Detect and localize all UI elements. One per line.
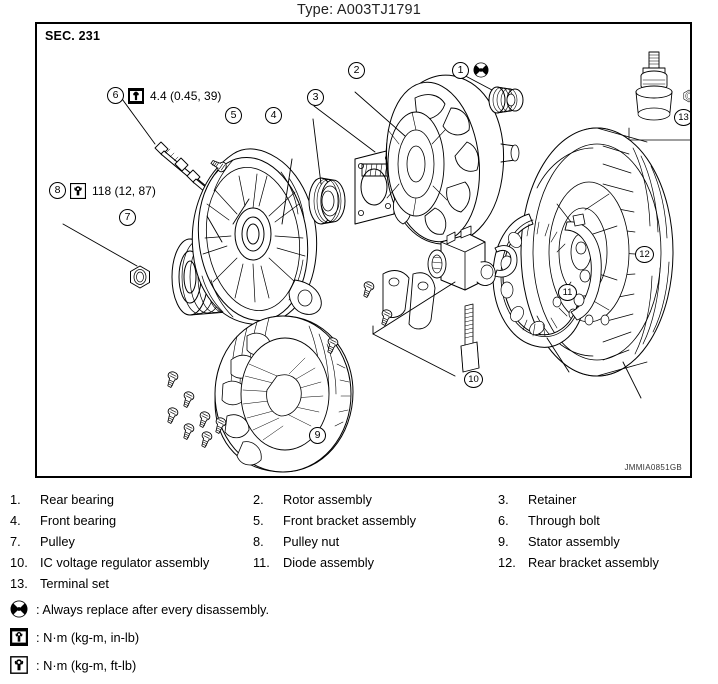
- page-title: Type: A003TJ1791: [296, 2, 422, 18]
- parts-row: 7. Pulley 8. Pulley nut 9. Stator assemb…: [0, 531, 718, 552]
- parts-row: 1. Rear bearing 2. Rotor assembly 3. Ret…: [0, 489, 718, 510]
- torque-ft-lb-icon: [10, 656, 36, 674]
- part-name: Diode assembly: [283, 555, 375, 570]
- part-number: 5.: [253, 513, 264, 528]
- part-item: 7. Pulley: [0, 534, 253, 549]
- part-name: Rear bearing: [40, 492, 114, 507]
- part-item: 10. IC voltage regulator assembly: [0, 555, 253, 570]
- parts-row: 13. Terminal set: [0, 573, 718, 594]
- x-circle-icon: [473, 62, 489, 78]
- part-item: 6. Through bolt: [498, 513, 718, 528]
- callout-number-1: 1: [452, 62, 469, 79]
- part-name: Pulley nut: [283, 534, 340, 549]
- part-number: 1.: [10, 492, 21, 507]
- legend-item-torque-ft-lb: : N·m (kg-m, ft-lb): [0, 651, 718, 679]
- callout-number-12: 12: [635, 246, 654, 263]
- legend-item-replace: : Always replace after every disassembly…: [0, 595, 718, 623]
- part-item: 11. Diode assembly: [253, 555, 498, 570]
- exploded-view-diagram: SEC. 231 JMMIA0851GB: [35, 22, 692, 478]
- part-item: 8. Pulley nut: [253, 534, 498, 549]
- part-name: Pulley: [40, 534, 75, 549]
- part-item: 4. Front bearing: [0, 513, 253, 528]
- x-circle-icon: [10, 600, 36, 618]
- part-name: Rotor assembly: [283, 492, 372, 507]
- part-number: 8.: [253, 534, 264, 549]
- legend-label: : N·m (kg-m, in-lb): [36, 629, 140, 645]
- part-item: 9. Stator assembly: [498, 534, 718, 549]
- callout-number-6: 6: [107, 87, 124, 104]
- drawing-id-label: JMMIA0851GB: [624, 463, 682, 472]
- callout-number-7: 7: [119, 209, 136, 226]
- legend: : Always replace after every disassembly…: [0, 595, 718, 679]
- part-number: 12.: [498, 555, 516, 570]
- part-name: Stator assembly: [528, 534, 620, 549]
- parts-list: 1. Rear bearing 2. Rotor assembly 3. Ret…: [0, 489, 718, 594]
- torque-spec-pulley-nut: 8 118 (12, 87): [49, 182, 156, 199]
- torque-value-pulley-nut: 118 (12, 87): [92, 183, 156, 198]
- callout-number-2: 2: [348, 62, 365, 79]
- part-name: Front bracket assembly: [283, 513, 416, 528]
- torque-value-through-bolt: 4.4 (0.45, 39): [150, 88, 222, 103]
- part-item: 12. Rear bracket assembly: [498, 555, 718, 570]
- parts-row: 4. Front bearing 5. Front bracket assemb…: [0, 510, 718, 531]
- part-item: 13. Terminal set: [0, 576, 253, 591]
- part-name: Through bolt: [528, 513, 600, 528]
- part-name: Front bearing: [40, 513, 117, 528]
- part-number: 4.: [10, 513, 21, 528]
- legend-label: : Always replace after every disassembly…: [36, 601, 270, 617]
- part-number: 6.: [498, 513, 509, 528]
- torque-in-lb-icon: [10, 628, 36, 646]
- legend-label: : N·m (kg-m, ft-lb): [36, 657, 137, 673]
- callout-number-11: 11: [558, 284, 577, 301]
- callout-number-13: 13: [674, 109, 690, 126]
- legend-item-torque-in-lb: : N·m (kg-m, in-lb): [0, 623, 718, 651]
- callout-number-3: 3: [307, 89, 324, 106]
- part-number: 13.: [10, 576, 28, 591]
- part-item: 1. Rear bearing: [0, 492, 253, 507]
- part-number: 3.: [498, 492, 509, 507]
- torque-in-lb-icon: [128, 87, 144, 104]
- part-name: IC voltage regulator assembly: [40, 555, 210, 570]
- part-name: Rear bracket assembly: [528, 555, 659, 570]
- section-label: SEC. 231: [45, 29, 101, 43]
- part-name: Terminal set: [40, 576, 109, 591]
- part-item: 2. Rotor assembly: [253, 492, 498, 507]
- part-number: 2.: [253, 492, 264, 507]
- parts-row: 10. IC voltage regulator assembly 11. Di…: [0, 552, 718, 573]
- callout-number-10: 10: [464, 371, 483, 388]
- part-number: 11.: [253, 555, 270, 570]
- part-name: Retainer: [528, 492, 577, 507]
- part-item: 5. Front bracket assembly: [253, 513, 498, 528]
- callout-number-8: 8: [49, 182, 66, 199]
- callout-number-4: 4: [265, 107, 282, 124]
- part-number: 9.: [498, 534, 509, 549]
- callout-number-9: 9: [309, 427, 326, 444]
- part-item: 3. Retainer: [498, 492, 718, 507]
- callout-number-5: 5: [225, 107, 242, 124]
- torque-spec-through-bolt: 6 4.4 (0.45, 39): [107, 87, 221, 104]
- part-number: 7.: [10, 534, 21, 549]
- alternator-exploded-illustration: [62, 51, 690, 473]
- torque-ft-lb-icon: [69, 182, 87, 199]
- part-number: 10.: [10, 555, 28, 570]
